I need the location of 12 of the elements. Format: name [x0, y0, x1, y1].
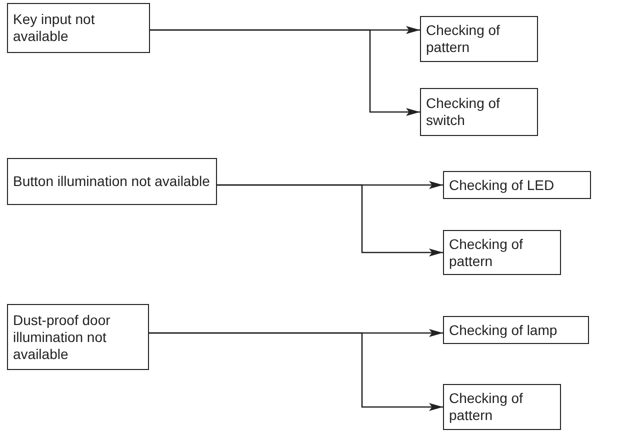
arrow: [217, 184, 443, 256]
process-box: Key input not available: [7, 3, 150, 53]
process-box: Checking of lamp: [443, 316, 589, 344]
process-box: Checking of pattern: [420, 16, 538, 62]
process-box: Dust-proof door illumination not available: [7, 304, 149, 370]
process-box: Checking of pattern: [443, 384, 561, 430]
process-box: Checking of LED: [443, 171, 591, 199]
process-box: Checking of switch: [420, 88, 538, 136]
process-box: Button illumination not available: [7, 158, 217, 205]
process-box: Checking of pattern: [443, 230, 561, 275]
arrow: [150, 29, 420, 116]
arrow: [149, 332, 443, 411]
